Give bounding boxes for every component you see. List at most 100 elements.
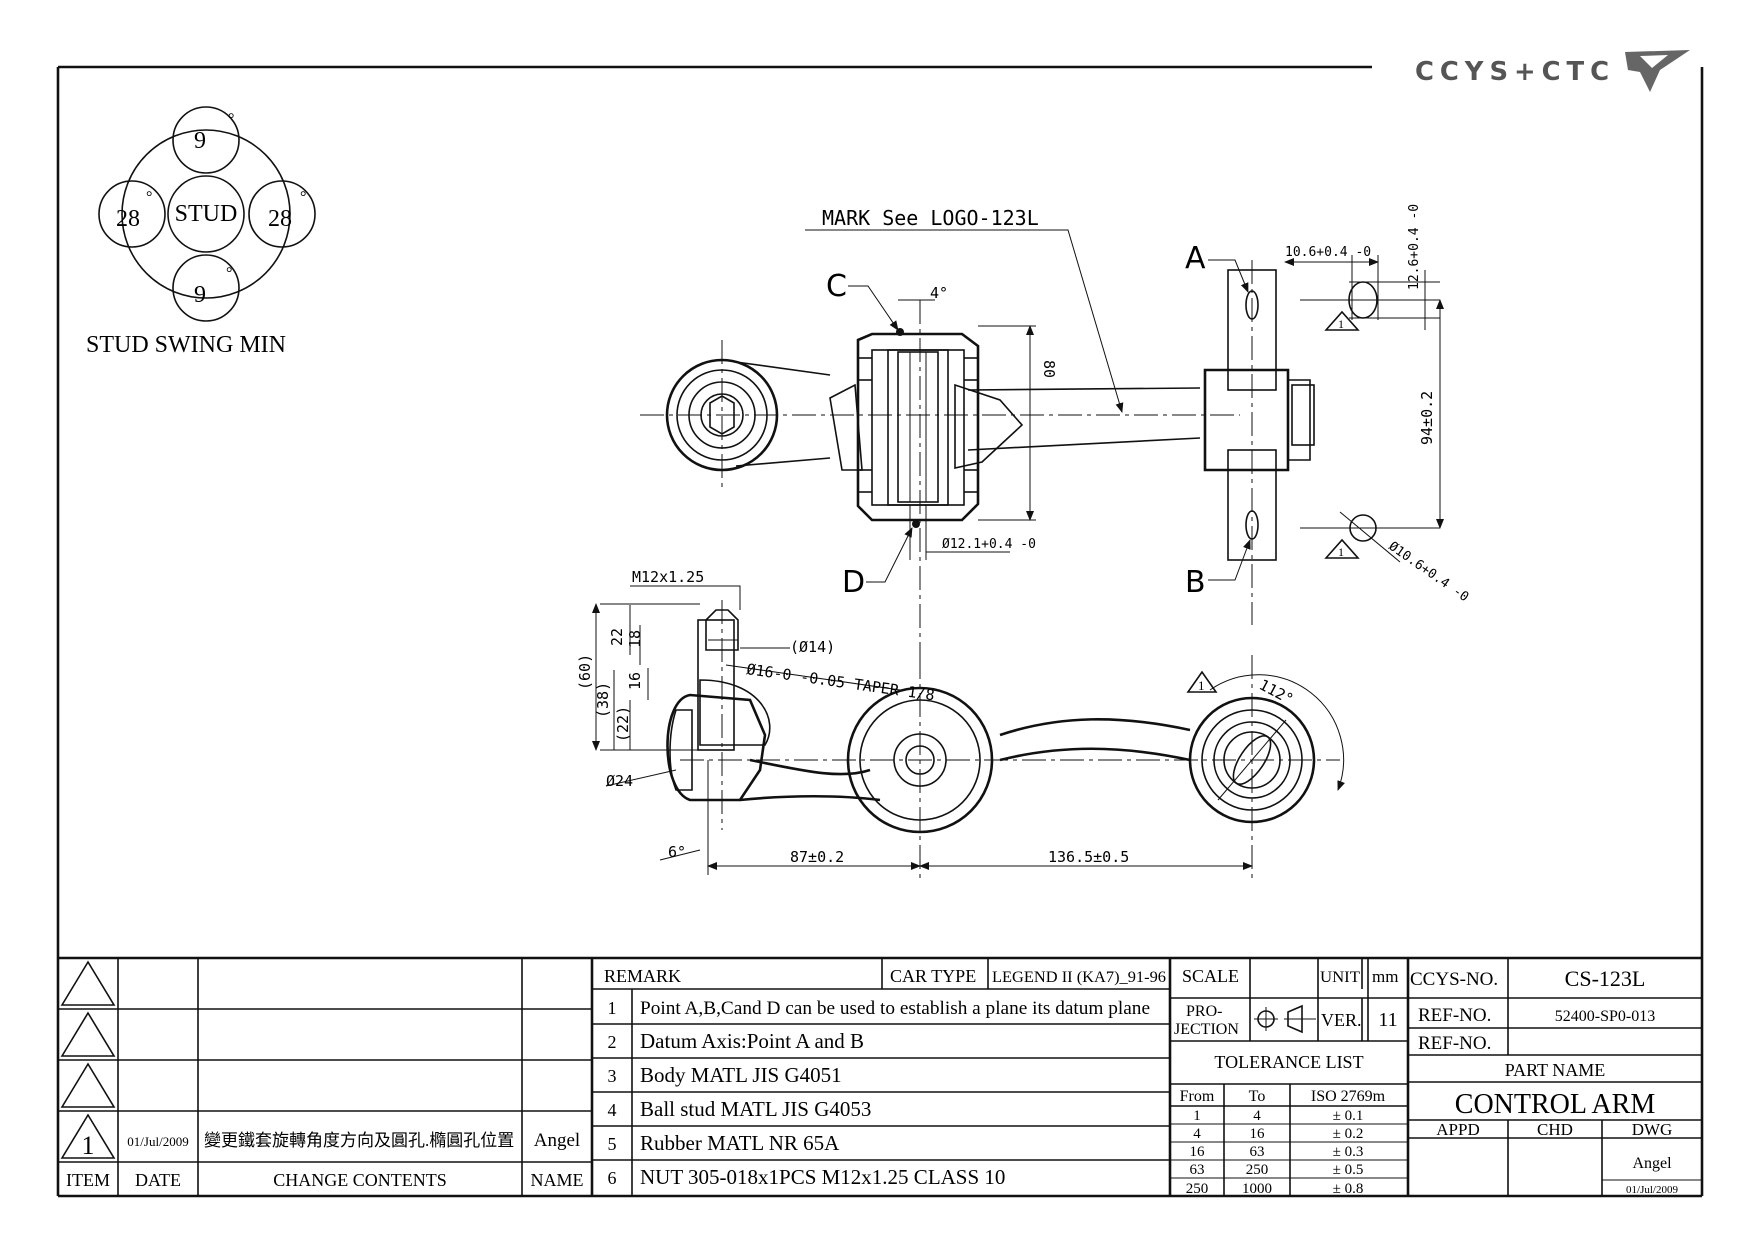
dim-10-6-top: 10.6+0.4 -0	[1285, 245, 1371, 260]
tol-header-from: From	[1180, 1088, 1215, 1105]
dim-14: (Ø14)	[790, 638, 835, 656]
logo-text: CCYS+CTC	[1415, 57, 1615, 87]
dim-22: 22	[608, 628, 626, 646]
tol-to-5: 1000	[1242, 1181, 1272, 1197]
stud-swing-top: 9	[194, 128, 206, 154]
remark-text-2: Datum Axis:Point A and B	[640, 1029, 864, 1053]
projection-symbol-icon	[1254, 1004, 1316, 1034]
remark-n-2: 2	[608, 1032, 617, 1052]
dim-136: 136.5±0.5	[1048, 848, 1129, 866]
remark-n-5: 5	[608, 1134, 617, 1154]
stud-swing-center: STUD	[175, 201, 238, 227]
tol-val-4: ± 0.5	[1333, 1162, 1364, 1178]
dim-m12: M12x1.25	[632, 568, 704, 586]
rev-name-1: Angel	[534, 1130, 580, 1151]
projection-label-2: JECTION	[1174, 1021, 1239, 1038]
rev-mark-side-view: 1	[1198, 678, 1205, 693]
tol-from-4: 63	[1190, 1162, 1205, 1178]
dwg-date: 01/Jul/2009	[1626, 1184, 1678, 1196]
ball-joint-eye	[665, 358, 779, 472]
remark-text-4: Ball stud MATL JIS G4053	[640, 1097, 871, 1121]
remark-n-3: 3	[608, 1066, 617, 1086]
unit-value: mm	[1372, 967, 1398, 986]
remarks-table: REMARK CAR TYPE LEGEND II (KA7)_91-96 1 …	[592, 958, 1172, 1196]
tol-val-2: ± 0.2	[1333, 1126, 1364, 1142]
tol-val-5: ± 0.8	[1333, 1181, 1364, 1197]
rev-date-1: 01/Jul/2009	[127, 1134, 188, 1149]
stud-swing-caption: STUD SWING MIN	[86, 332, 286, 358]
dim-12-1: Ø12.1+0.4 -0	[942, 537, 1036, 552]
dim-80: 80	[1040, 360, 1058, 378]
dim-12-6: 12.6+0.4 -0	[1407, 204, 1422, 290]
rev-header-item: ITEM	[66, 1170, 110, 1190]
ver-label: VER.	[1321, 1010, 1362, 1030]
drawing-frame	[56, 65, 1704, 1198]
remark-text-3: Body MATL JIS G4051	[640, 1063, 842, 1087]
callout-d: D	[842, 565, 865, 600]
degree-mark-right: °	[300, 189, 306, 206]
stud-swing-right: 28	[268, 206, 292, 232]
remark-label: REMARK	[604, 966, 681, 986]
tol-header-to: To	[1249, 1088, 1266, 1105]
part-info-block: CCYS-NO. CS-123L REF-NO. 52400-SP0-013 R…	[1408, 958, 1702, 1196]
callout-c: C	[826, 269, 847, 304]
ref-no-label-2: REF-NO.	[1418, 1033, 1491, 1054]
rev-header-contents: CHANGE CONTENTS	[273, 1170, 447, 1190]
tol-from-2: 4	[1193, 1126, 1201, 1142]
remark-text-5: Rubber MATL NR 65A	[640, 1131, 840, 1155]
scale-tolerance-block: SCALE UNIT mm PRO- JECTION VER. 11 TOLER…	[1170, 958, 1410, 1197]
remark-n-1: 1	[608, 998, 617, 1018]
degree-mark-bottom: °	[226, 265, 232, 282]
tol-to-3: 63	[1250, 1144, 1265, 1160]
rev-mark-top-view-2: 1	[1338, 545, 1344, 559]
unit-label: UNIT	[1320, 969, 1360, 986]
tol-val-1: ± 0.1	[1333, 1108, 1364, 1124]
projection-label-1: PRO-	[1186, 1003, 1222, 1020]
ball-joint-section	[666, 600, 771, 830]
ccys-no-value: CS-123L	[1565, 966, 1646, 991]
mark-note: MARK See LOGO-123L	[822, 206, 1039, 230]
car-type-label: CAR TYPE	[890, 966, 976, 986]
tol-val-3: ± 0.3	[1333, 1144, 1364, 1160]
callout-a: A	[1185, 241, 1206, 276]
remark-n-4: 4	[608, 1100, 617, 1120]
ref-no-label-1: REF-NO.	[1418, 1005, 1491, 1026]
degree-mark-left: °	[146, 189, 152, 206]
ccys-no-label: CCYS-NO.	[1410, 969, 1498, 990]
dim-22b: (22)	[614, 706, 632, 742]
part-name-label: PART NAME	[1505, 1060, 1605, 1080]
chd-label: CHD	[1537, 1120, 1573, 1139]
section-web-right	[954, 383, 1024, 469]
remark-n-6: 6	[608, 1168, 617, 1188]
dim-10-6-diag: Ø10.6+0.4 -0	[1386, 539, 1472, 605]
tol-from-1: 1	[1193, 1108, 1201, 1124]
title-block: 1 01/Jul/2009 變更鐵套旋轉角度方向及圓孔.橢圓孔位置 Angel …	[58, 956, 1702, 1197]
dim-94: 94±0.2	[1418, 391, 1436, 445]
scale-label: SCALE	[1182, 966, 1239, 986]
degree-mark-top: °	[228, 111, 234, 128]
dim-angle-6: 6°	[668, 843, 686, 861]
remark-text-6: NUT 305-018x1PCS M12x1.25 CLASS 10	[640, 1165, 1005, 1189]
dim-taper: Ø16-0 -0.05 TAPER 1/8	[745, 660, 935, 704]
ver-value: 11	[1378, 1009, 1397, 1031]
dim-87: 87±0.2	[790, 848, 844, 866]
tol-header-iso: ISO 2769m	[1311, 1088, 1386, 1105]
tol-to-2: 16	[1250, 1126, 1266, 1142]
tolerance-title: TOLERANCE LIST	[1214, 1052, 1363, 1072]
logo-emblem	[1625, 50, 1690, 92]
dim-angle-4: 4°	[930, 284, 948, 302]
revision-table: 1 01/Jul/2009 變更鐵套旋轉角度方向及圓孔.橢圓孔位置 Angel …	[58, 958, 594, 1196]
car-type-value: LEGEND II (KA7)_91-96	[992, 969, 1166, 986]
dwg-name: Angel	[1632, 1155, 1672, 1172]
stud-swing-diagram: 9 ° 9 ° 28 ° 28 ° STUD STUD SWING MIN	[86, 106, 316, 358]
part-name-value: CONTROL ARM	[1455, 1089, 1656, 1120]
rev-item-1: 1	[82, 1131, 95, 1160]
dwg-label: DWG	[1632, 1120, 1673, 1139]
rev-header-date: DATE	[135, 1170, 181, 1190]
remark-text-1: Point A,B,Cand D can be used to establis…	[640, 998, 1150, 1019]
callout-b: B	[1185, 565, 1206, 600]
rev-mark-top-view-1: 1	[1338, 317, 1344, 331]
stud-swing-left: 28	[116, 206, 140, 232]
tol-from-3: 16	[1190, 1144, 1206, 1160]
